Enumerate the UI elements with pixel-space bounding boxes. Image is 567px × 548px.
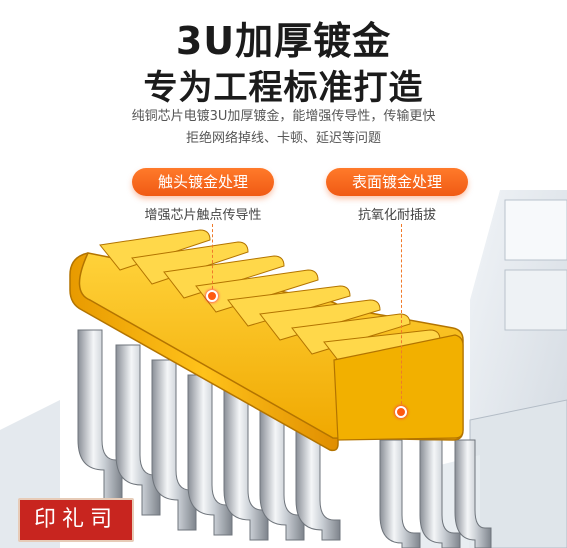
brand-seal-logo: 印礼司 [18,498,134,542]
feature-detail-contact-plating: 增强芯片触点传导性 [144,208,262,223]
description-line2: 拒绝网络掉线、卡顿、延迟等问题 [185,131,381,146]
silver-pins [77,329,492,548]
connector-housing [420,190,567,548]
callout-dot-right [395,406,407,418]
headline-line2: 专为工程标准打造 [143,68,424,108]
description: 纯铜芯片电镀3U加厚镀金，能增强传导性，传输更快 拒绝网络掉线、卡顿、延迟等问题 [0,106,567,150]
callout-dot-left [206,290,218,302]
feature-detail-surface-plating: 抗氧化耐插拔 [357,208,436,223]
headline-line1: 3U加厚镀金 [175,19,392,63]
callout-line-right [401,224,402,409]
feature-pill-surface-plating: 表面镀金处理 [326,168,468,196]
feature-pill-contact-plating: 触头镀金处理 [132,168,274,196]
gold-contact-blade [69,229,464,452]
description-line1: 纯铜芯片电镀3U加厚镀金，能增强传导性，传输更快 [131,109,436,124]
callout-line-left [212,224,213,294]
